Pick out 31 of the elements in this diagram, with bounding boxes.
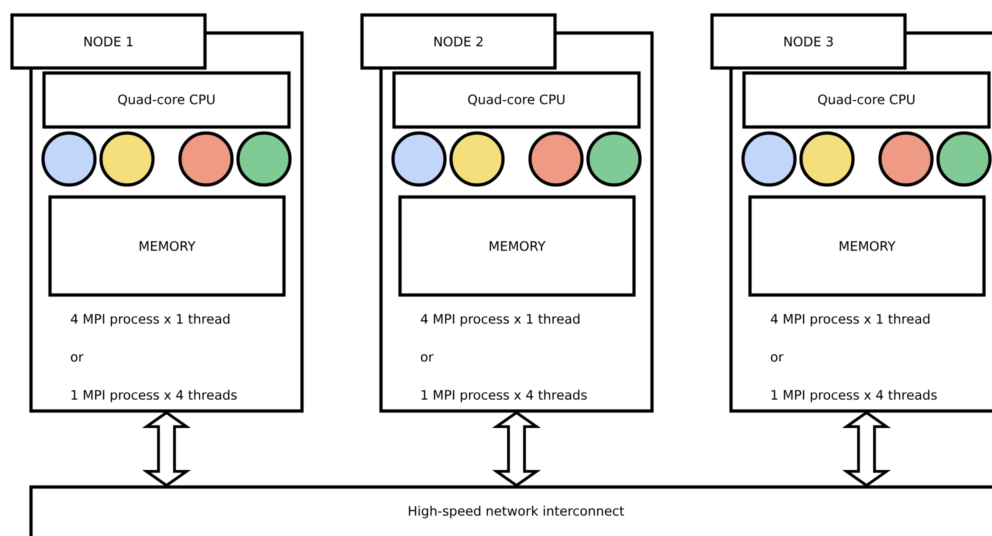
core-circle	[799, 131, 855, 187]
node-tab: NODE 2	[360, 13, 557, 70]
core-circle	[586, 131, 642, 187]
cpu-box: Quad-core CPU	[392, 71, 641, 129]
core-circle	[936, 131, 992, 187]
process-label: 1 MPI process x 4 threads	[72, 390, 237, 402]
core-circle	[236, 131, 292, 187]
memory-box: MEMORY	[398, 195, 636, 297]
network-box: High-speed network interconnect	[29, 485, 992, 536]
node-tab: NODE 1	[10, 13, 207, 70]
cpu-box: Quad-core CPU	[742, 71, 991, 129]
memory-box: MEMORY	[48, 195, 286, 297]
process-label: 1 MPI process x 4 threads	[772, 390, 937, 402]
process-label: 4 MPI process x 1 thread	[70, 314, 230, 326]
memory-box: MEMORY	[748, 195, 986, 297]
core-circle	[41, 131, 97, 187]
cpu-box: Quad-core CPU	[42, 71, 291, 129]
process-label: or	[420, 354, 434, 362]
process-label: or	[70, 354, 84, 362]
core-circle	[741, 131, 797, 187]
core-circle	[878, 131, 934, 187]
process-label: 4 MPI process x 1 thread	[770, 314, 930, 326]
core-circle	[178, 131, 234, 187]
process-label: 4 MPI process x 1 thread	[420, 314, 580, 326]
core-circle	[528, 131, 584, 187]
core-circle	[391, 131, 447, 187]
core-circle	[99, 131, 155, 187]
process-label: or	[770, 354, 784, 362]
node-tab: NODE 3	[710, 13, 907, 70]
core-circle	[449, 131, 505, 187]
process-label: 1 MPI process x 4 threads	[422, 390, 587, 402]
